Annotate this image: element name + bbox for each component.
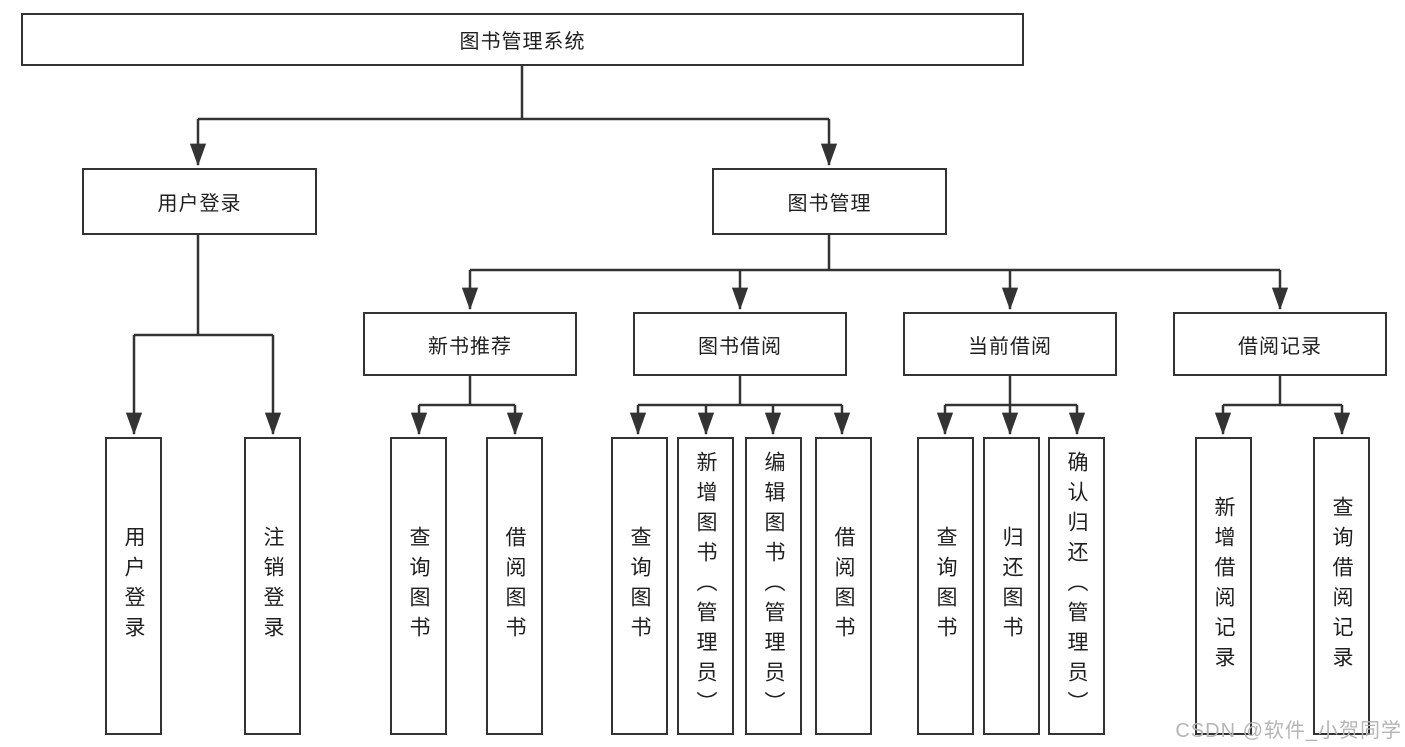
leaf-edit-book-admin: 编辑图书（管理员） <box>745 437 802 735</box>
leaf-search-books-recommend: 查询图书 <box>390 437 447 735</box>
leaf-borrow-books-recommend: 借阅图书 <box>486 437 543 735</box>
leaf-search-books-borrowing: 查询图书 <box>611 437 668 735</box>
leaf-confirm-return-admin: 确认归还（管理员） <box>1048 437 1105 735</box>
node-current-borrowing: 当前借阅 <box>903 312 1117 376</box>
leaf-logout: 注销登录 <box>244 437 301 735</box>
node-new-book-recommendation: 新书推荐 <box>363 312 577 376</box>
leaf-user-login: 用户登录 <box>105 437 162 735</box>
leaf-add-book-admin: 新增图书（管理员） <box>677 437 734 735</box>
leaf-add-borrow-record: 新增借阅记录 <box>1195 437 1252 735</box>
leaf-search-borrow-record: 查询借阅记录 <box>1313 437 1370 735</box>
node-library-management-system: 图书管理系统 <box>21 13 1024 66</box>
leaf-search-books-current: 查询图书 <box>917 437 974 735</box>
node-borrowing-records: 借阅记录 <box>1173 312 1387 376</box>
node-user-login: 用户登录 <box>82 168 317 235</box>
node-book-borrowing: 图书借阅 <box>633 312 847 376</box>
leaf-return-books: 归还图书 <box>983 437 1040 735</box>
leaf-borrow-books-borrowing: 借阅图书 <box>815 437 872 735</box>
node-book-management: 图书管理 <box>712 168 947 235</box>
